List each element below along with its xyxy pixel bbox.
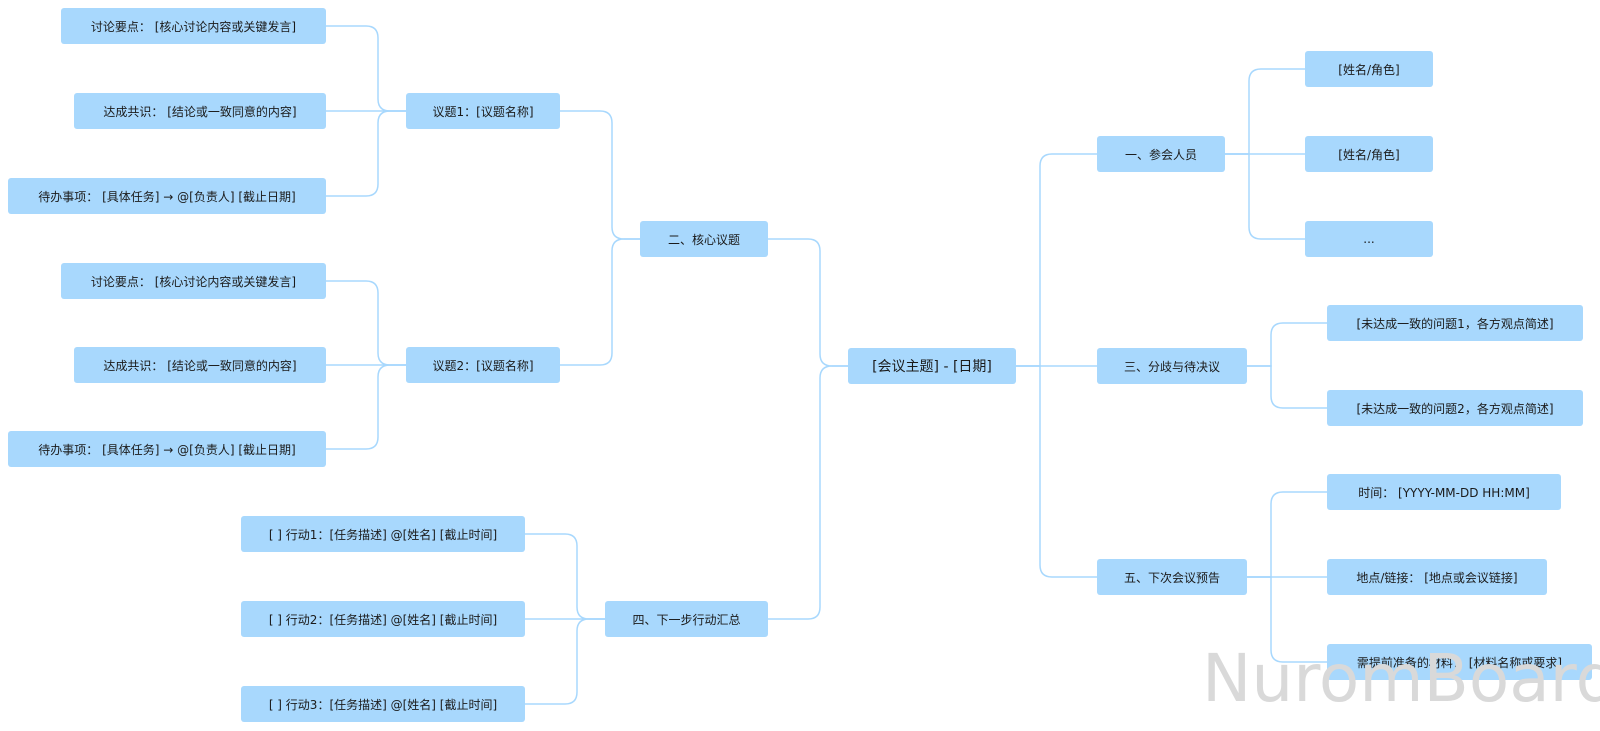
topic2-node[interactable]: 议题2：[议题名称] — [406, 347, 560, 383]
attendee-item-more[interactable]: ... — [1305, 221, 1433, 257]
topic1-discussion-points[interactable]: 讨论要点： [核心讨论内容或关键发言] — [61, 8, 326, 44]
branch-core-topics[interactable]: 二、核心议题 — [640, 221, 768, 257]
connector-action-item-3 — [525, 618, 605, 705]
connector-topic2-discussion-points — [326, 280, 406, 366]
connector-dispute-item-1 — [1247, 322, 1327, 367]
connector-topic1-discussion-points — [326, 25, 406, 112]
connector-attendee-item-1 — [1225, 68, 1305, 155]
connector-branch-attendees — [1016, 153, 1097, 367]
dispute-item-1[interactable]: [未达成一致的问题1，各方观点简述] — [1327, 305, 1583, 341]
connector-topic2-todo — [326, 364, 406, 450]
dispute-item-2[interactable]: [未达成一致的问题2，各方观点简述] — [1327, 390, 1583, 426]
connector-branch-next-actions — [768, 365, 848, 620]
connector-branch-next-meeting — [1016, 365, 1097, 578]
topic1-todo[interactable]: 待办事项： [具体任务] → @[负责人] [截止日期] — [8, 178, 326, 214]
next-meeting-location[interactable]: 地点/链接： [地点或会议链接] — [1327, 559, 1547, 595]
branch-attendees[interactable]: 一、参会人员 — [1097, 136, 1225, 172]
connector-next-meeting-materials — [1247, 576, 1327, 663]
connector-action-item-1 — [525, 533, 605, 620]
connector-dispute-item-2 — [1247, 365, 1327, 409]
topic2-consensus[interactable]: 达成共识： [结论或一致同意的内容] — [74, 347, 326, 383]
connector-next-meeting-time — [1247, 491, 1327, 578]
next-meeting-materials[interactable]: 需提前准备的材料： [材料名称或要求] — [1327, 644, 1592, 680]
action-item-3[interactable]: [ ] 行动3：[任务描述] @[姓名] [截止时间] — [241, 686, 525, 722]
branch-disputes[interactable]: 三、分歧与待决议 — [1097, 348, 1247, 384]
root-node[interactable]: [会议主题] - [日期] — [848, 348, 1016, 384]
attendee-item-1[interactable]: [姓名/角色] — [1305, 51, 1433, 87]
action-item-2[interactable]: [ ] 行动2：[任务描述] @[姓名] [截止时间] — [241, 601, 525, 637]
next-meeting-time[interactable]: 时间： [YYYY-MM-DD HH:MM] — [1327, 474, 1561, 510]
connector-attendee-item-more — [1225, 153, 1305, 240]
action-item-1[interactable]: [ ] 行动1：[任务描述] @[姓名] [截止时间] — [241, 516, 525, 552]
connector-topic1-todo — [326, 110, 406, 197]
watermark-text: NuromBoard — [1202, 640, 1600, 717]
topic2-discussion-points[interactable]: 讨论要点： [核心讨论内容或关键发言] — [61, 263, 326, 299]
attendee-item-2[interactable]: [姓名/角色] — [1305, 136, 1433, 172]
branch-next-actions[interactable]: 四、下一步行动汇总 — [605, 601, 768, 637]
branch-next-meeting[interactable]: 五、下次会议预告 — [1097, 559, 1247, 595]
topic1-consensus[interactable]: 达成共识： [结论或一致同意的内容] — [74, 93, 326, 129]
connector-topic2-node — [560, 238, 640, 366]
topic1-node[interactable]: 议题1：[议题名称] — [406, 93, 560, 129]
connector-branch-core-topics — [768, 238, 848, 367]
topic2-todo[interactable]: 待办事项： [具体任务] → @[负责人] [截止日期] — [8, 431, 326, 467]
connector-topic1-node — [560, 110, 640, 240]
